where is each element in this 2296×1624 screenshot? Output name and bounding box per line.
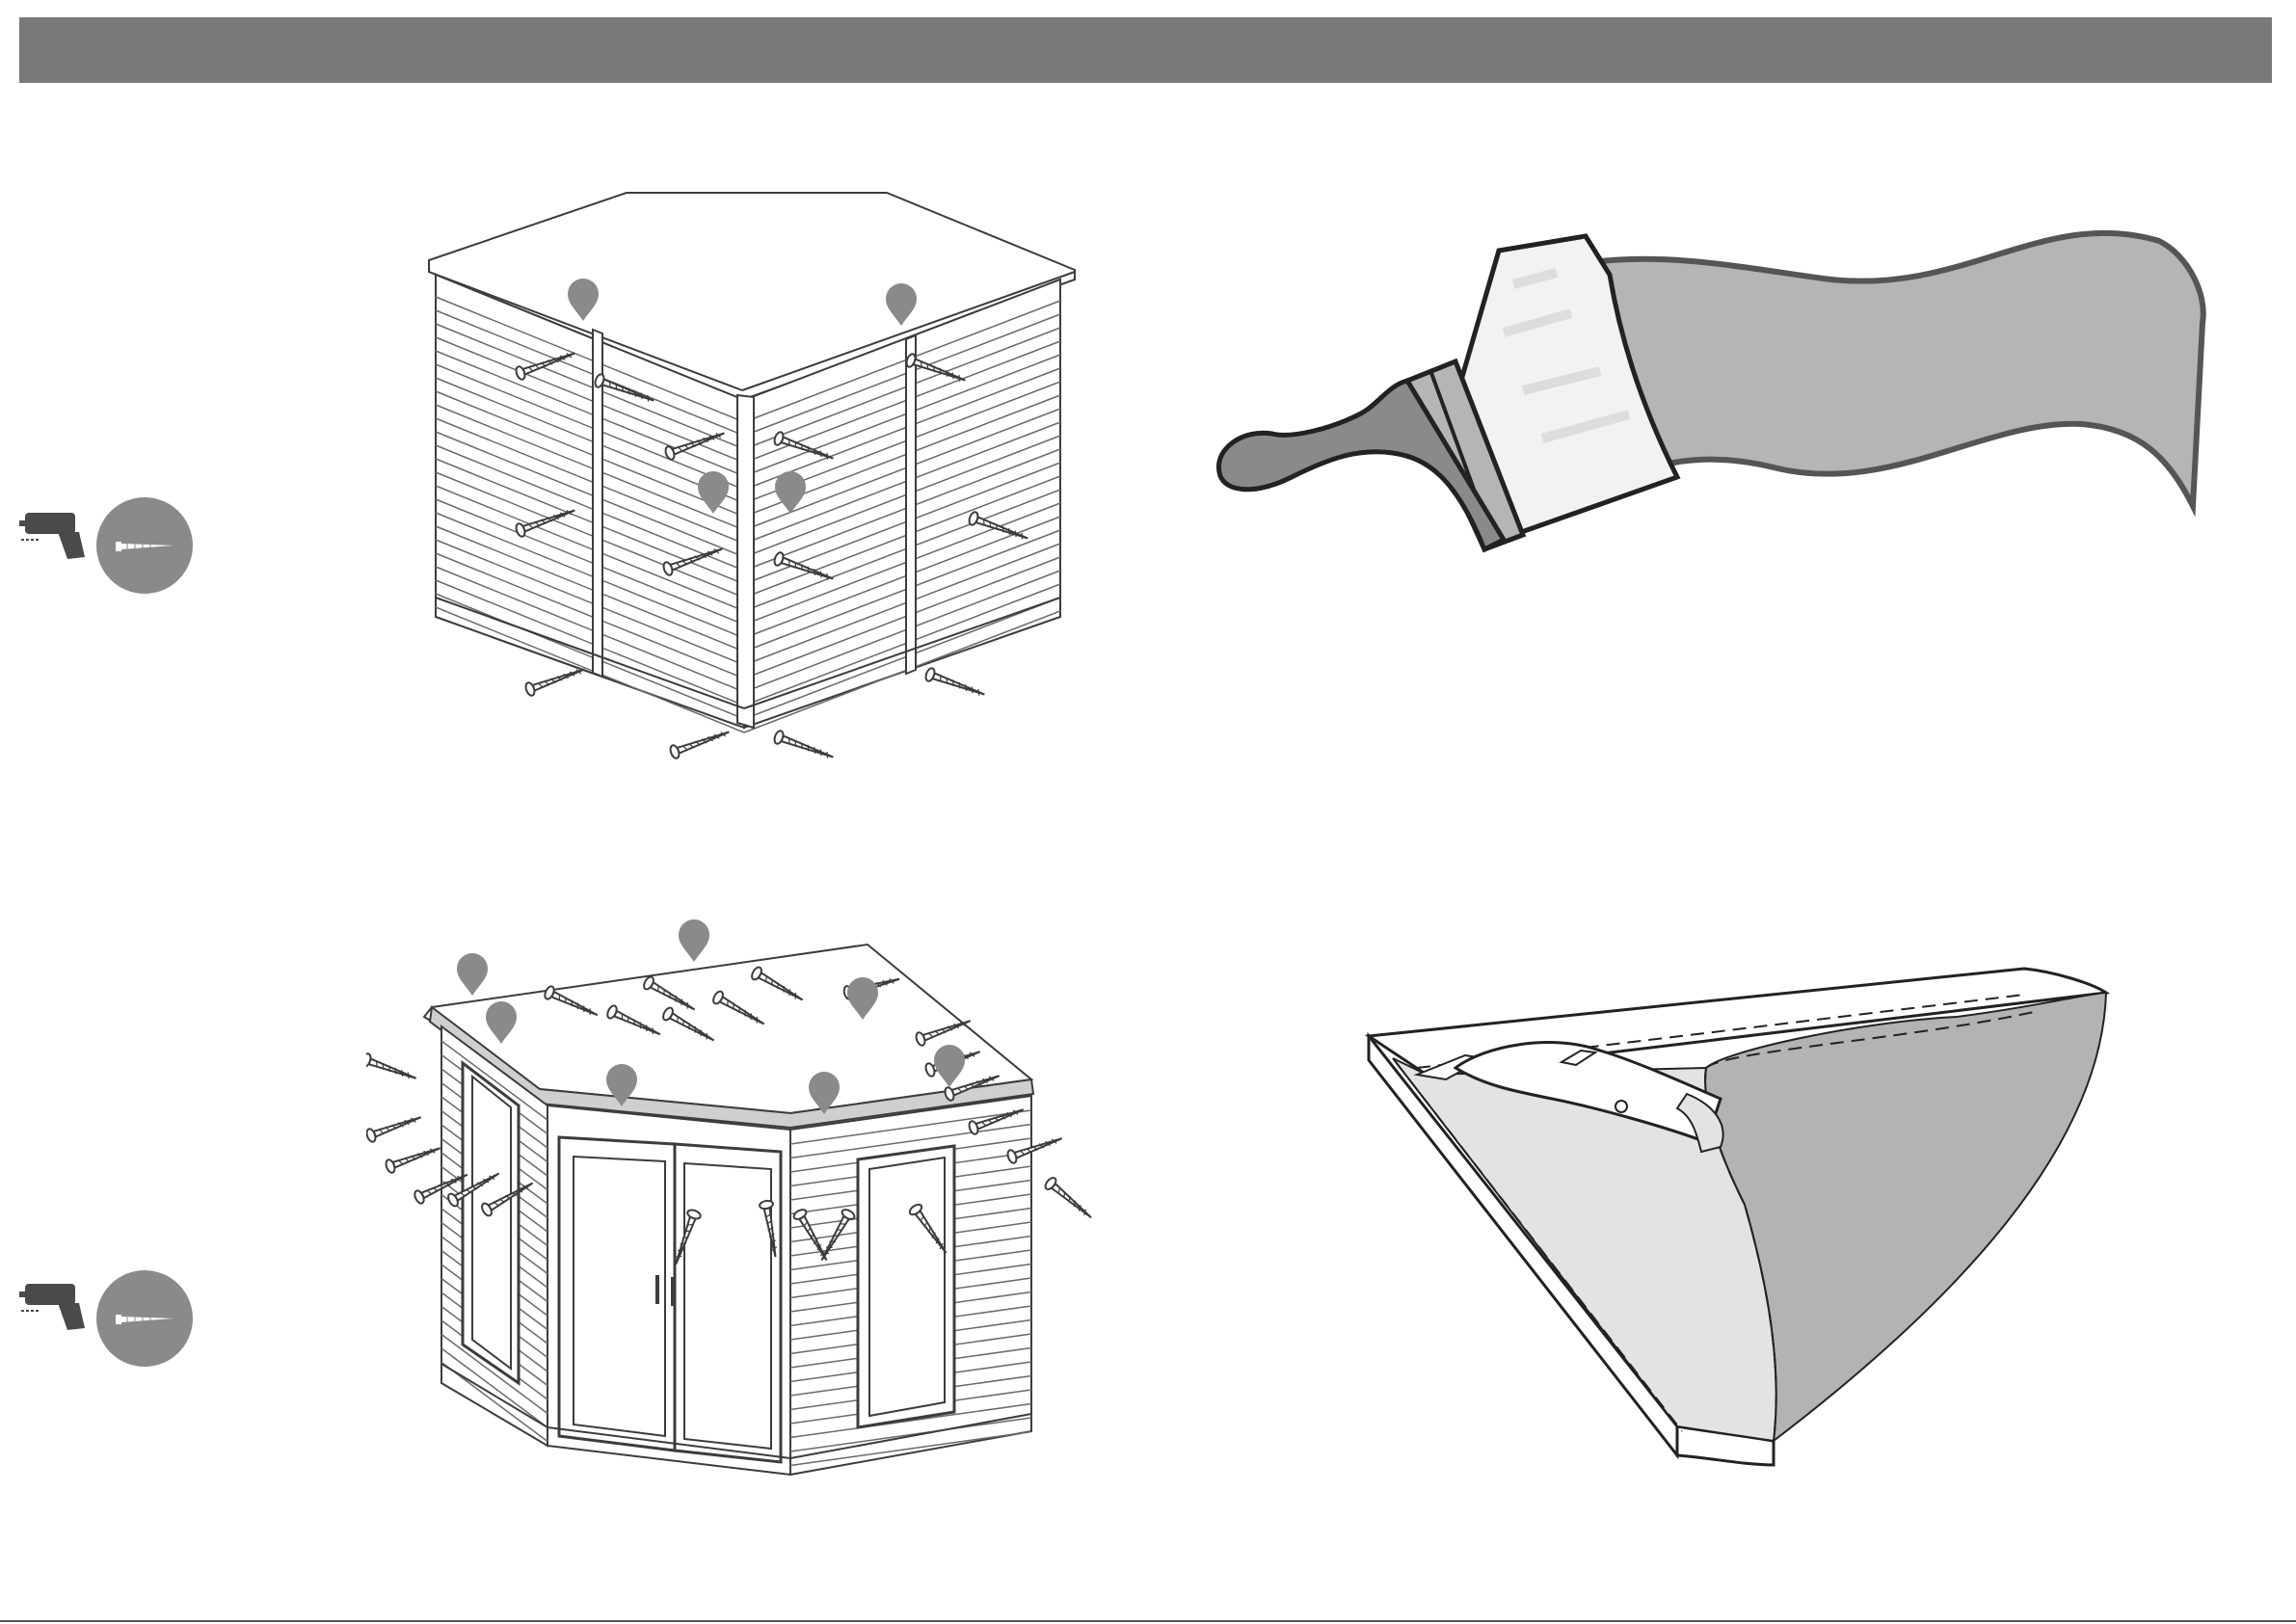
paintbrush-icon <box>1215 217 2217 651</box>
screw-icon <box>1043 1176 1095 1223</box>
header-bar <box>19 17 2272 83</box>
tool-callout-step-3 <box>19 1253 217 1369</box>
glue-drop-icon <box>679 919 709 962</box>
page-bottom-rule <box>0 1620 2296 1622</box>
screw-icon <box>669 726 732 759</box>
glue-drop-icon <box>457 953 488 996</box>
screw-icon <box>96 1270 193 1367</box>
screw-icon <box>924 667 987 701</box>
screw-icon <box>385 1142 442 1174</box>
screw-icon <box>773 730 836 763</box>
shed-front-view-diagram <box>366 892 1108 1489</box>
screw-icon <box>96 497 193 594</box>
screw-icon <box>366 1052 418 1084</box>
power-drill-icon <box>19 1284 85 1330</box>
screw-icon <box>366 1111 423 1143</box>
shed-rear-view-diagram <box>414 183 1089 771</box>
power-drill-icon <box>19 513 85 559</box>
roof-felt-trim-diagram <box>1359 954 2130 1494</box>
tool-callout-step-1 <box>19 482 217 598</box>
